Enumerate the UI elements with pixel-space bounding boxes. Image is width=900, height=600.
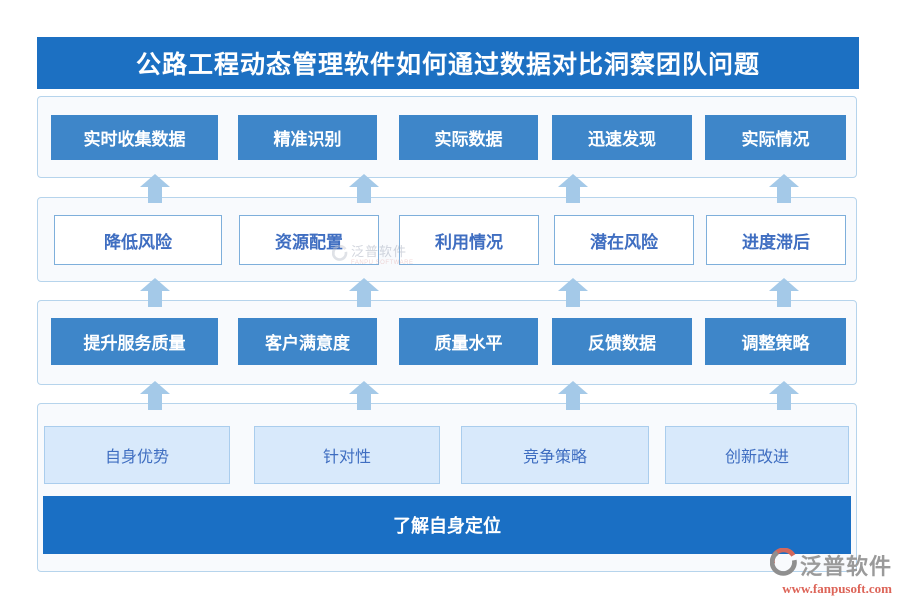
up-arrow-icon [140,381,170,410]
watermark-brand-text: 泛普软件 [351,244,408,259]
row2-item-schedule-delay: 进度滞后 [706,215,846,265]
row3-container: 提升服务质量 客户满意度 质量水平 反馈数据 调整策略 [37,300,857,385]
row2-item-utilization: 利用情况 [399,215,539,265]
up-arrow-icon [140,278,170,307]
row2-item-reduce-risk: 降低风险 [54,215,222,265]
watermark-center: 泛普软件 FANPU SOFTWARE [331,244,414,266]
page-title: 公路工程动态管理软件如何通过数据对比洞察团队问题 [37,37,859,89]
up-arrow-icon [349,174,379,203]
row4-item-innovation: 创新改进 [665,426,849,484]
up-arrow-icon [769,174,799,203]
footer-banner: 了解自身定位 [43,496,851,554]
row1-item-actual-situation: 实际情况 [705,115,846,160]
watermark-brand-text: 泛普软件 [799,553,892,579]
fanpu-logo-icon [769,547,798,581]
watermark-bottom-right: 泛普软件 www.fanpusoft.com [769,547,892,597]
up-arrow-icon [558,174,588,203]
row4-item-own-advantage: 自身优势 [44,426,230,484]
row1-item-actual-data: 实际数据 [399,115,538,160]
up-arrow-icon [558,381,588,410]
up-arrow-icon [140,174,170,203]
row2-item-resource-allocation: 资源配置 [239,215,379,265]
watermark-brand-subtext: FANPU SOFTWARE [351,260,414,266]
row1-item-precise-identify: 精准识别 [238,115,377,160]
up-arrow-icon [349,381,379,410]
row2-item-potential-risk: 潜在风险 [554,215,694,265]
row3-item-improve-service: 提升服务质量 [51,318,218,365]
row3-item-feedback-data: 反馈数据 [552,318,692,365]
up-arrow-icon [349,278,379,307]
row2-container: 降低风险 资源配置 利用情况 潜在风险 进度滞后 [37,197,857,282]
row1-item-quick-discover: 迅速发现 [552,115,692,160]
row4-item-competitive-strategy: 竞争策略 [461,426,649,484]
row4-item-targeted: 针对性 [254,426,440,484]
row3-item-quality-level: 质量水平 [399,318,538,365]
up-arrow-icon [558,278,588,307]
watermark-url-text: www.fanpusoft.com [782,581,892,596]
row3-item-adjust-strategy: 调整策略 [705,318,846,365]
fanpu-logo-icon [331,244,348,266]
row3-item-customer-satisfaction: 客户满意度 [238,318,377,365]
row1-item-realtime-data: 实时收集数据 [51,115,218,160]
up-arrow-icon [769,278,799,307]
row1-container: 实时收集数据 精准识别 实际数据 迅速发现 实际情况 [37,96,857,178]
row4-container: 自身优势 针对性 竞争策略 创新改进 了解自身定位 [37,403,857,572]
up-arrow-icon [769,381,799,410]
